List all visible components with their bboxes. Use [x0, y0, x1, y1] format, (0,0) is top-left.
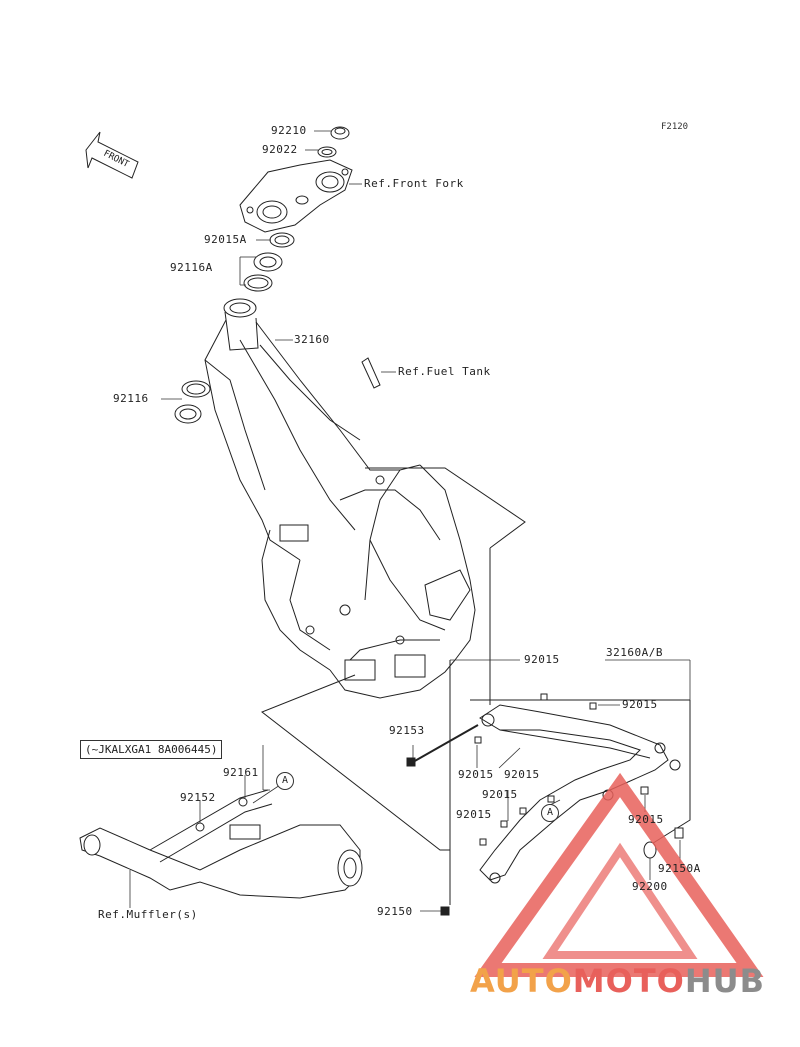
label-92015-c: 92015	[482, 788, 518, 801]
label-ref-fuel-tank: Ref.Fuel Tank	[398, 365, 491, 378]
label-92015-top: 92015	[524, 653, 560, 666]
callout-a-left: A	[276, 772, 294, 790]
label-92200: 92200	[632, 880, 668, 893]
washer-92022-shape	[317, 146, 337, 158]
label-ref-front-fork: Ref.Front Fork	[364, 177, 464, 190]
frame-32160-shape	[204, 298, 476, 699]
label-92022: 92022	[262, 143, 298, 156]
label-92015A: 92015A	[204, 233, 247, 246]
front-arrow-icon: FRONT	[85, 131, 139, 179]
label-92116A: 92116A	[170, 261, 213, 274]
reference-plane-lower	[261, 674, 450, 851]
bolt-92153-shape	[406, 724, 479, 767]
label-32160: 32160	[294, 333, 330, 346]
label-92152: 92152	[180, 791, 216, 804]
label-92116: 92116	[113, 392, 149, 405]
label-92015-a: 92015	[458, 768, 494, 781]
label-32160AB: 32160A/B	[606, 646, 663, 659]
bearing-92116A-shape	[243, 252, 283, 292]
watermark-part1: AUTO	[470, 962, 573, 1000]
muffler-shape	[79, 789, 363, 899]
label-92015-d: 92015	[456, 808, 492, 821]
label-92153: 92153	[389, 724, 425, 737]
callout-a-right: A	[541, 804, 559, 822]
bolt-92150-shape	[440, 906, 450, 916]
reference-plane-upper	[365, 467, 526, 549]
label-ref-muffler: Ref.Muffler(s)	[98, 908, 198, 921]
label-92015-b: 92015	[504, 768, 540, 781]
label-92015-right: 92015	[622, 698, 658, 711]
bolt-92150A-shape	[674, 827, 684, 839]
watermark-text: AUTOMOTOHUB	[470, 962, 765, 1000]
bearing-92015A-shape	[269, 232, 295, 248]
watermark-part3: HUB	[684, 962, 766, 1000]
triple-clamp-shape	[239, 159, 353, 233]
label-92150: 92150	[377, 905, 413, 918]
subframe-32160AB-shape	[470, 699, 690, 884]
label-92015-e: 92015	[628, 813, 664, 826]
watermark-part2: MOTO	[572, 962, 685, 1000]
diagram-code: F2120	[661, 122, 689, 132]
applicability-note: (~JKALXGA1 8A006445)	[80, 740, 223, 759]
fuel-tank-bracket-shape	[361, 357, 381, 389]
bolt-92015-group	[474, 693, 649, 846]
label-92161: 92161	[223, 766, 259, 779]
bearing-92116-shape	[174, 380, 211, 424]
nut-92210-shape	[330, 126, 350, 140]
label-92150A: 92150A	[658, 862, 701, 875]
label-92210: 92210	[271, 124, 307, 137]
watermark-logo-icon	[474, 772, 764, 977]
